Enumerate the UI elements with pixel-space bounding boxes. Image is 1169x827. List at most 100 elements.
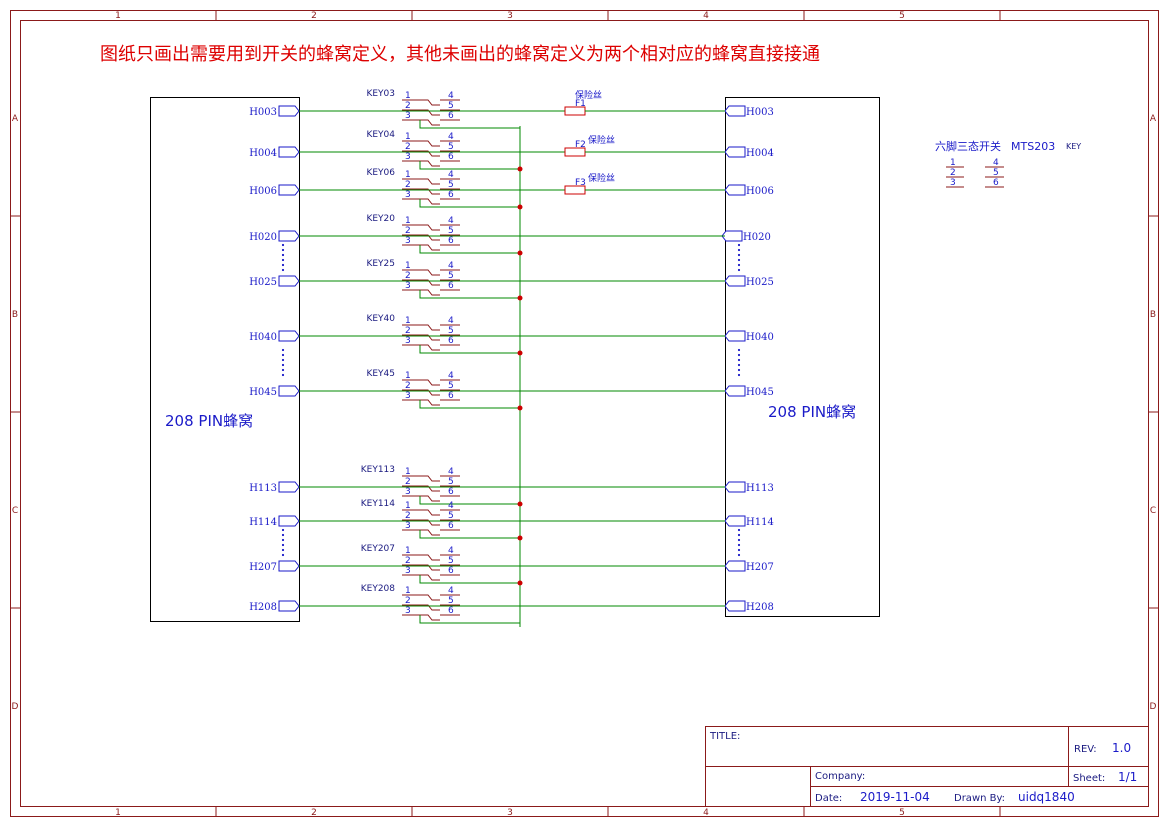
- port-connector-icon: [724, 184, 746, 196]
- date-label: Date:: [815, 793, 842, 804]
- common-return-wire: [419, 120, 520, 129]
- switch-pin-number: 3: [405, 391, 411, 401]
- left-port-label: H025: [249, 277, 277, 288]
- left-port-label: H114: [249, 517, 277, 528]
- switch-contact: [420, 344, 440, 351]
- switch-contact: [420, 99, 440, 106]
- ellipsis-dot: [281, 553, 285, 557]
- ellipsis-dot: [281, 348, 285, 352]
- rev-value: 1.0: [1112, 741, 1131, 755]
- switch-contact: [420, 269, 440, 276]
- right-port-label: H114: [746, 517, 774, 528]
- junction-dot: [517, 166, 523, 172]
- switch-designator: KEY04: [366, 130, 395, 140]
- port-connector-icon: [724, 515, 746, 527]
- junction-dot: [517, 204, 523, 210]
- frame-row-label: C: [12, 506, 18, 516]
- ellipsis-dot: [737, 358, 741, 362]
- port-connector-icon: [721, 230, 743, 242]
- switch-contact: [420, 160, 440, 167]
- switch-contact: [420, 519, 440, 526]
- frame-row-label: B: [1150, 310, 1156, 320]
- ellipsis-dot: [737, 263, 741, 267]
- inner-frame: [20, 20, 1149, 807]
- legend-pin-number: 4: [993, 158, 999, 168]
- ellipsis-dot: [737, 553, 741, 557]
- switch-contact: [420, 279, 440, 286]
- switch-contact: [420, 140, 440, 147]
- port-connector-icon: [724, 481, 746, 493]
- switch-pin-number: 2: [405, 180, 411, 190]
- switch-pin-number: 4: [448, 371, 454, 381]
- switch-pin-number: 1: [405, 316, 411, 326]
- frame-row-label: C: [1150, 506, 1156, 516]
- switch-pin-number: 4: [448, 170, 454, 180]
- switch-pin-number: 2: [405, 142, 411, 152]
- frame-row-label: A: [12, 114, 19, 124]
- switch-pin-number: 1: [405, 467, 411, 477]
- company-label: Company:: [815, 771, 865, 782]
- frame-column-label: 5: [899, 808, 905, 818]
- ellipsis-dot: [737, 528, 741, 532]
- left-connector-block: [150, 97, 300, 622]
- switch-designator: KEY06: [366, 168, 395, 178]
- ellipsis-dot: [737, 353, 741, 357]
- left-port-label: H045: [249, 387, 277, 398]
- frame-column-label: 5: [899, 11, 905, 21]
- frame-column-label: 4: [703, 808, 709, 818]
- switch-pin-number: 6: [448, 566, 454, 576]
- right-port-label: H040: [746, 332, 774, 343]
- right-port-label: H208: [746, 602, 774, 613]
- ellipsis-dot: [737, 543, 741, 547]
- port-connector-icon: [724, 560, 746, 572]
- ellipsis-dot: [737, 538, 741, 542]
- ellipsis-dot: [281, 253, 285, 257]
- switch-pin-number: 1: [405, 170, 411, 180]
- omitted-port-ellipses: [281, 243, 741, 557]
- port-connector-icon: [278, 146, 300, 158]
- common-return-wire: [419, 345, 520, 354]
- switch-pin-number: 3: [405, 111, 411, 121]
- legend-pin-number: 6: [993, 178, 999, 188]
- switch-contact: [420, 399, 440, 406]
- switch-pin-number: 4: [448, 216, 454, 226]
- right-port-label: H004: [746, 148, 774, 159]
- switch-contact: [420, 564, 440, 571]
- switch-contact: [420, 224, 440, 231]
- switch-pin-number: 5: [448, 142, 454, 152]
- switch-pin-number: 3: [405, 236, 411, 246]
- port-connector-icon: [278, 600, 300, 612]
- fuse-note: 保险丝: [588, 172, 615, 184]
- switch-contact: [420, 334, 440, 341]
- outer-frame: [10, 10, 1159, 817]
- switch-contact: [420, 389, 440, 396]
- left-port-label: H003: [249, 107, 277, 118]
- ellipsis-dot: [737, 548, 741, 552]
- switch-pin-number: 5: [448, 556, 454, 566]
- switch-pin-number: 3: [405, 487, 411, 497]
- switch-contact: [420, 529, 440, 536]
- switch-pin-number: 3: [405, 152, 411, 162]
- switch-designator: KEY207: [361, 544, 395, 554]
- switch-pin-number: 6: [448, 391, 454, 401]
- switch-contact: [420, 495, 440, 502]
- ellipsis-dot: [737, 348, 741, 352]
- switch-pin-number: 1: [405, 501, 411, 511]
- ellipsis-dot: [737, 533, 741, 537]
- switch-contact: [420, 289, 440, 296]
- ellipsis-dot: [281, 258, 285, 262]
- left-port-label: H040: [249, 332, 277, 343]
- switch-contact: [420, 475, 440, 482]
- port-connector-icon: [278, 481, 300, 493]
- switch-pin-number: 1: [405, 261, 411, 271]
- switch-pin-number: 5: [448, 180, 454, 190]
- right-port-label: H006: [746, 186, 774, 197]
- common-return-wire: [419, 199, 520, 208]
- switch-contact: [420, 119, 440, 126]
- switch-designator: KEY25: [366, 259, 395, 269]
